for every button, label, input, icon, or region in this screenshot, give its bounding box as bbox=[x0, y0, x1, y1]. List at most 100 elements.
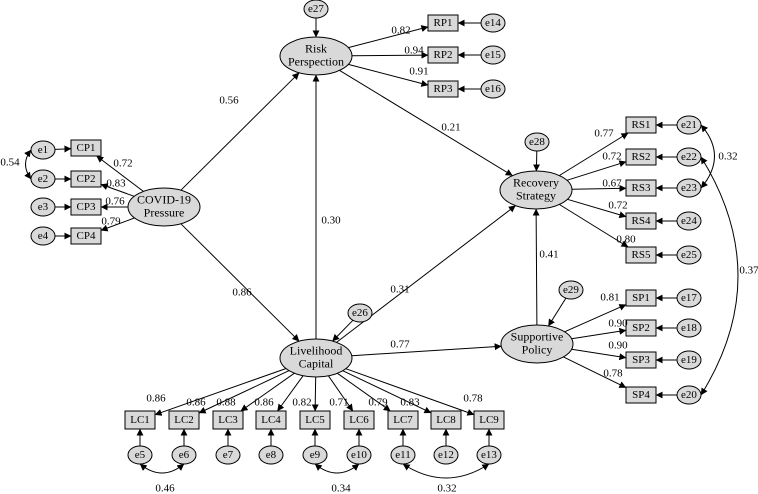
path-cp-to-rp bbox=[180, 72, 300, 191]
error-e26-label: e26 bbox=[352, 307, 368, 319]
error-e19-shape bbox=[676, 350, 702, 370]
loading-label-lc2: 0.86 bbox=[186, 397, 206, 409]
error-e3-label: e3 bbox=[38, 201, 49, 213]
loading-cp1 bbox=[96, 155, 144, 192]
indicator-lc6-label: LC6 bbox=[349, 414, 369, 426]
indicator-lc4-label: LC4 bbox=[261, 414, 281, 426]
indicator-lc5-shape bbox=[299, 410, 331, 430]
error-e15-label: e15 bbox=[485, 49, 501, 61]
indicator-lc3-label: LC3 bbox=[218, 414, 238, 426]
cov-label-e5-e6: 0.46 bbox=[155, 483, 175, 494]
indicator-lc5-label: LC5 bbox=[305, 414, 325, 426]
loading-label-rs3: 0.67 bbox=[602, 178, 622, 190]
error-e24-label: e24 bbox=[681, 215, 697, 227]
error-path-e26 bbox=[332, 319, 354, 342]
loading-lc2 bbox=[198, 370, 290, 414]
loading-label-rs5: 0.80 bbox=[616, 234, 636, 246]
indicator-lc9-label: LC9 bbox=[479, 414, 499, 426]
indicator-cp2-label: CP2 bbox=[77, 173, 96, 185]
latent-cp-shape bbox=[127, 187, 201, 227]
loading-label-sp1: 0.81 bbox=[600, 292, 619, 304]
loading-rp3 bbox=[348, 63, 429, 87]
coef-sp-rs: 0.41 bbox=[539, 249, 558, 261]
error-e9-shape bbox=[302, 445, 328, 465]
loading-lc6 bbox=[327, 375, 354, 412]
loading-label-cp3: 0.76 bbox=[105, 196, 125, 208]
error-e23-label: e23 bbox=[681, 182, 697, 194]
indicator-lc7-label: LC7 bbox=[393, 414, 413, 426]
error-e14-label: e14 bbox=[485, 17, 501, 29]
cov-e1-e2 bbox=[24, 149, 32, 180]
error-e23-shape bbox=[676, 178, 702, 198]
loading-lc9 bbox=[345, 368, 475, 416]
error-e21-shape bbox=[676, 115, 702, 135]
error-e7-label: e7 bbox=[223, 449, 234, 461]
loading-lc5 bbox=[311, 376, 319, 412]
error-e19-label: e19 bbox=[681, 354, 697, 366]
indicator-cp4-shape bbox=[70, 227, 102, 245]
error-e10-label: e10 bbox=[351, 449, 367, 461]
indicator-rs1-shape bbox=[625, 116, 657, 134]
error-e22-label: e22 bbox=[681, 151, 697, 163]
error-e12-shape bbox=[433, 445, 459, 465]
loading-label-rs2: 0.72 bbox=[602, 151, 621, 163]
indicator-cp1-shape bbox=[70, 139, 102, 157]
loading-label-sp3: 0.90 bbox=[608, 340, 628, 352]
loading-label-lc4: 0.86 bbox=[254, 397, 274, 409]
cov-e11-e13 bbox=[402, 463, 490, 479]
loading-rs4 bbox=[567, 198, 627, 219]
error-e20-shape bbox=[676, 385, 702, 405]
indicator-sp2-shape bbox=[625, 319, 657, 337]
error-e18-shape bbox=[676, 318, 702, 338]
loading-rp1 bbox=[348, 25, 429, 49]
loading-label-sp4: 0.78 bbox=[603, 368, 623, 380]
error-e14-shape bbox=[480, 13, 506, 33]
error-e27-shape bbox=[303, 0, 329, 19]
loading-label-cp4: 0.79 bbox=[101, 216, 121, 228]
error-e9-label: e9 bbox=[310, 449, 321, 461]
latent-lc-shape bbox=[279, 338, 353, 378]
indicator-rp1-shape bbox=[427, 14, 459, 32]
coef-rp-rs: 0.21 bbox=[441, 122, 460, 134]
loading-label-lc6: 0.71 bbox=[329, 397, 348, 409]
indicator-cp1-label: CP1 bbox=[77, 142, 96, 154]
error-e25-shape bbox=[676, 245, 702, 265]
cov-e5-e6 bbox=[139, 463, 185, 474]
loading-label-rp3: 0.91 bbox=[409, 66, 428, 78]
path-rp-to-rs bbox=[339, 69, 513, 177]
loading-label-rs1: 0.77 bbox=[594, 128, 614, 140]
loading-cp2 bbox=[100, 183, 135, 197]
loading-sp2 bbox=[571, 327, 627, 340]
cov-label-e9-e10: 0.34 bbox=[331, 483, 351, 494]
loading-label-lc3: 0.88 bbox=[216, 397, 236, 409]
indicator-sp2-label: SP2 bbox=[632, 322, 650, 334]
loading-label-cp1: 0.72 bbox=[113, 158, 132, 170]
indicator-lc2-label: LC2 bbox=[174, 414, 194, 426]
error-e4-shape bbox=[30, 226, 56, 246]
error-e11-shape bbox=[390, 445, 416, 465]
error-e25-label: e25 bbox=[681, 249, 697, 261]
error-e11-label: e11 bbox=[395, 449, 410, 461]
error-e13-label: e13 bbox=[481, 449, 497, 461]
loading-cp4 bbox=[100, 217, 135, 232]
error-e2-label: e2 bbox=[38, 173, 48, 185]
loading-label-rs4: 0.72 bbox=[608, 200, 627, 212]
indicator-sp3-shape bbox=[625, 351, 657, 369]
indicator-rp2-label: RP2 bbox=[434, 49, 453, 61]
loading-rs3 bbox=[571, 184, 627, 192]
loading-label-sp2: 0.90 bbox=[608, 318, 628, 330]
cov-e22-e20 bbox=[700, 156, 739, 396]
indicator-lc1-label: LC1 bbox=[130, 414, 150, 426]
coef-lc-sp: 0.77 bbox=[390, 339, 410, 351]
indicator-rs2-shape bbox=[625, 148, 657, 166]
indicator-rp3-label: RP3 bbox=[434, 83, 453, 95]
error-e5-label: e5 bbox=[135, 449, 146, 461]
edges-layer bbox=[24, 18, 739, 479]
indicator-rs3-shape bbox=[625, 179, 657, 197]
loading-rs2 bbox=[566, 160, 627, 181]
error-e4-label: e4 bbox=[38, 230, 49, 242]
loading-lc3 bbox=[240, 372, 295, 412]
